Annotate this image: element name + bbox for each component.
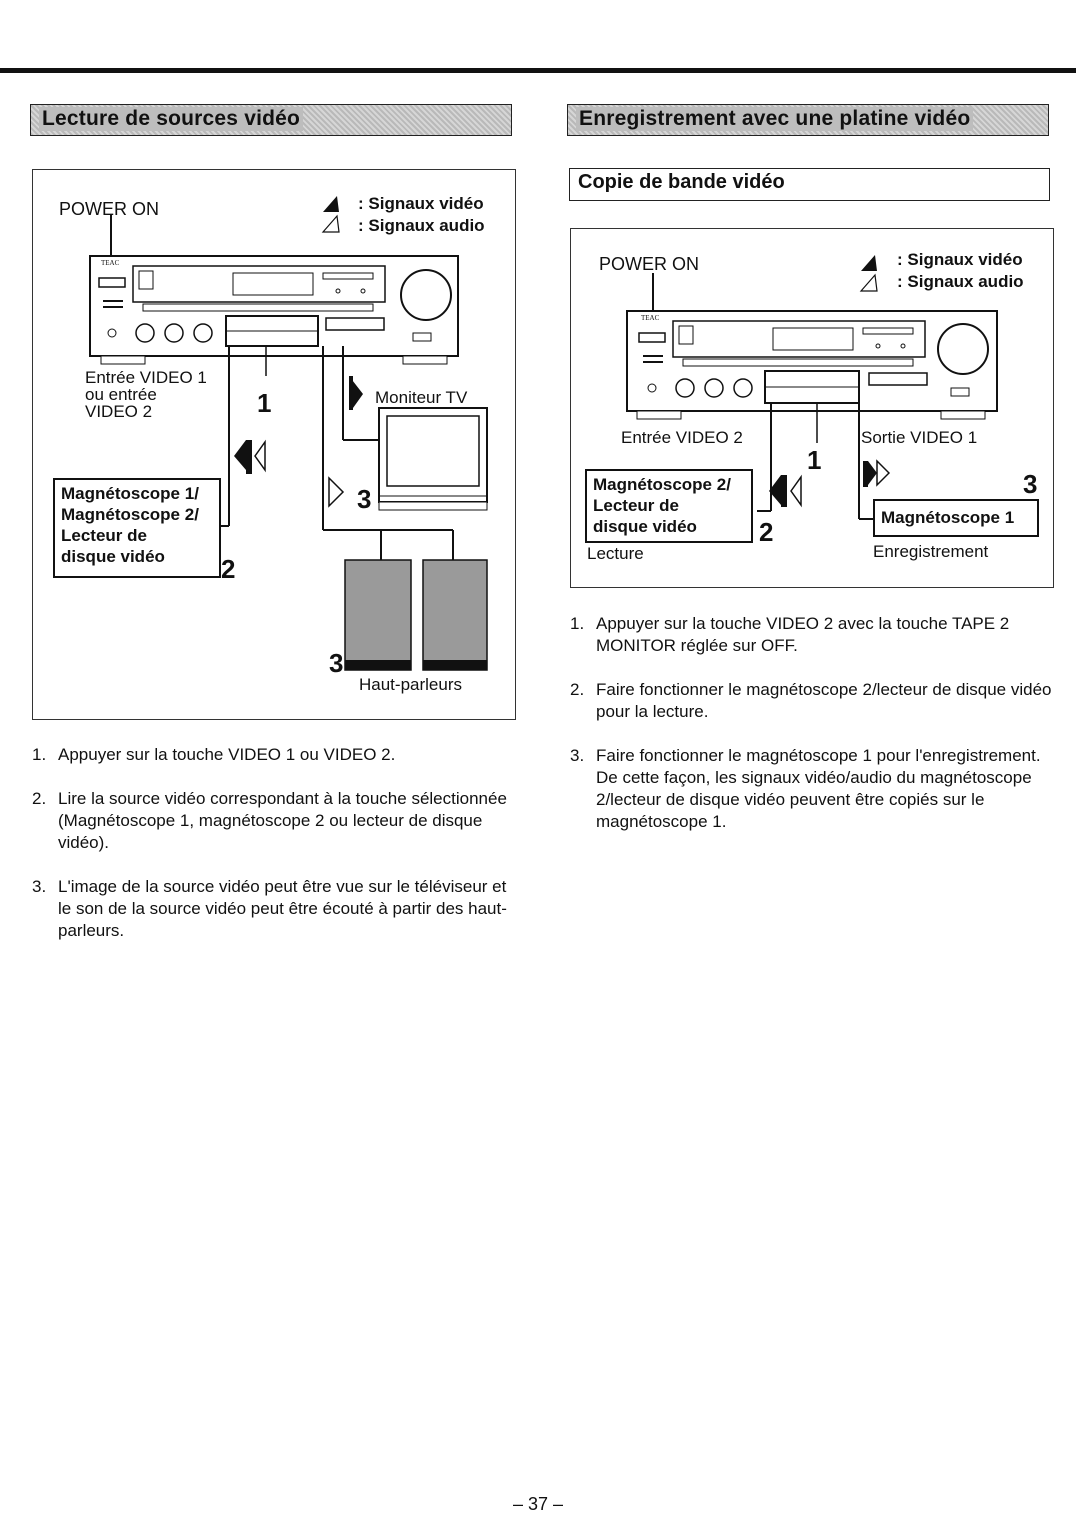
receiver-diagram-left <box>89 196 488 671</box>
section-title-left: Lecture de sources vidéo <box>39 107 304 131</box>
step-marker-3-tv: 3 <box>357 484 372 514</box>
entree-video-label: Entrée VIDEO 2 <box>621 428 743 447</box>
sortie-video-label: Sortie VIDEO 1 <box>861 428 978 447</box>
list-item: 3.L'image de la source vidéo peut être v… <box>32 877 507 940</box>
section-banner-left: Lecture de sources vidéo <box>30 104 512 136</box>
brand-logo: TEAC <box>101 259 120 267</box>
entree-video-label: Entrée VIDEO 1 ou entrée VIDEO 2 <box>85 368 207 421</box>
legend-video: : Signaux vidéo <box>358 194 484 213</box>
top-rule <box>0 68 1076 73</box>
receiver-diagram-right <box>626 255 998 520</box>
step-marker-1: 1 <box>807 445 822 475</box>
list-item: 1.Appuyer sur la touche VIDEO 2 avec la … <box>570 614 1010 655</box>
legend-audio: : Signaux audio <box>897 272 1024 291</box>
legend-audio: : Signaux audio <box>358 216 485 235</box>
enregistrement-label: Enregistrement <box>873 542 989 561</box>
diagram-panel-right: POWER ON TEAC : Signaux vidéo : Signaux … <box>570 228 1054 588</box>
page-number: – 37 – <box>512 1494 564 1514</box>
step-marker-3-speakers: 3 <box>329 648 344 678</box>
power-on-label: POWER ON <box>599 254 700 274</box>
list-item: 1.Appuyer sur la touche VIDEO 1 ou VIDEO… <box>32 745 396 764</box>
brand-logo: TEAC <box>641 314 660 322</box>
steps-list-left: 1.Appuyer sur la touche VIDEO 1 ou VIDEO… <box>32 744 522 964</box>
haut-parleurs-label: Haut-parleurs <box>359 675 462 694</box>
destination-device-box: Magnétoscope 1 <box>873 499 1039 537</box>
legend-video: : Signaux vidéo <box>897 250 1023 269</box>
section-title-right: Enregistrement avec une platine vidéo <box>576 107 974 131</box>
moniteur-tv-label: Moniteur TV <box>375 388 468 407</box>
source-devices-box: Magnétoscope 2/ Lecteur de disque vidéo <box>585 469 753 543</box>
subsection-title: Copie de bande vidéo <box>569 168 1050 201</box>
diagram-panel-left: POWER ON TEAC : Signaux vidéo : Signaux … <box>32 169 516 720</box>
list-item: 2.Lire la source vidéo correspondant à l… <box>32 789 507 852</box>
step-marker-2: 2 <box>221 554 236 584</box>
list-item: 2.Faire fonctionner le magnétoscope 2/le… <box>570 680 1052 721</box>
list-item: 3.Faire fonctionner le magnétoscope 1 po… <box>570 746 1041 831</box>
source-devices-box: Magnétoscope 1/ Magnétoscope 2/ Lecteur … <box>53 478 221 578</box>
steps-list-right: 1.Appuyer sur la touche VIDEO 2 avec la … <box>570 613 1060 855</box>
power-on-label: POWER ON <box>59 199 160 219</box>
lecture-label: Lecture <box>587 544 644 563</box>
step-marker-2: 2 <box>759 517 774 547</box>
step-marker-3: 3 <box>1023 469 1038 499</box>
step-marker-1: 1 <box>257 388 272 418</box>
section-banner-right: Enregistrement avec une platine vidéo <box>567 104 1049 136</box>
